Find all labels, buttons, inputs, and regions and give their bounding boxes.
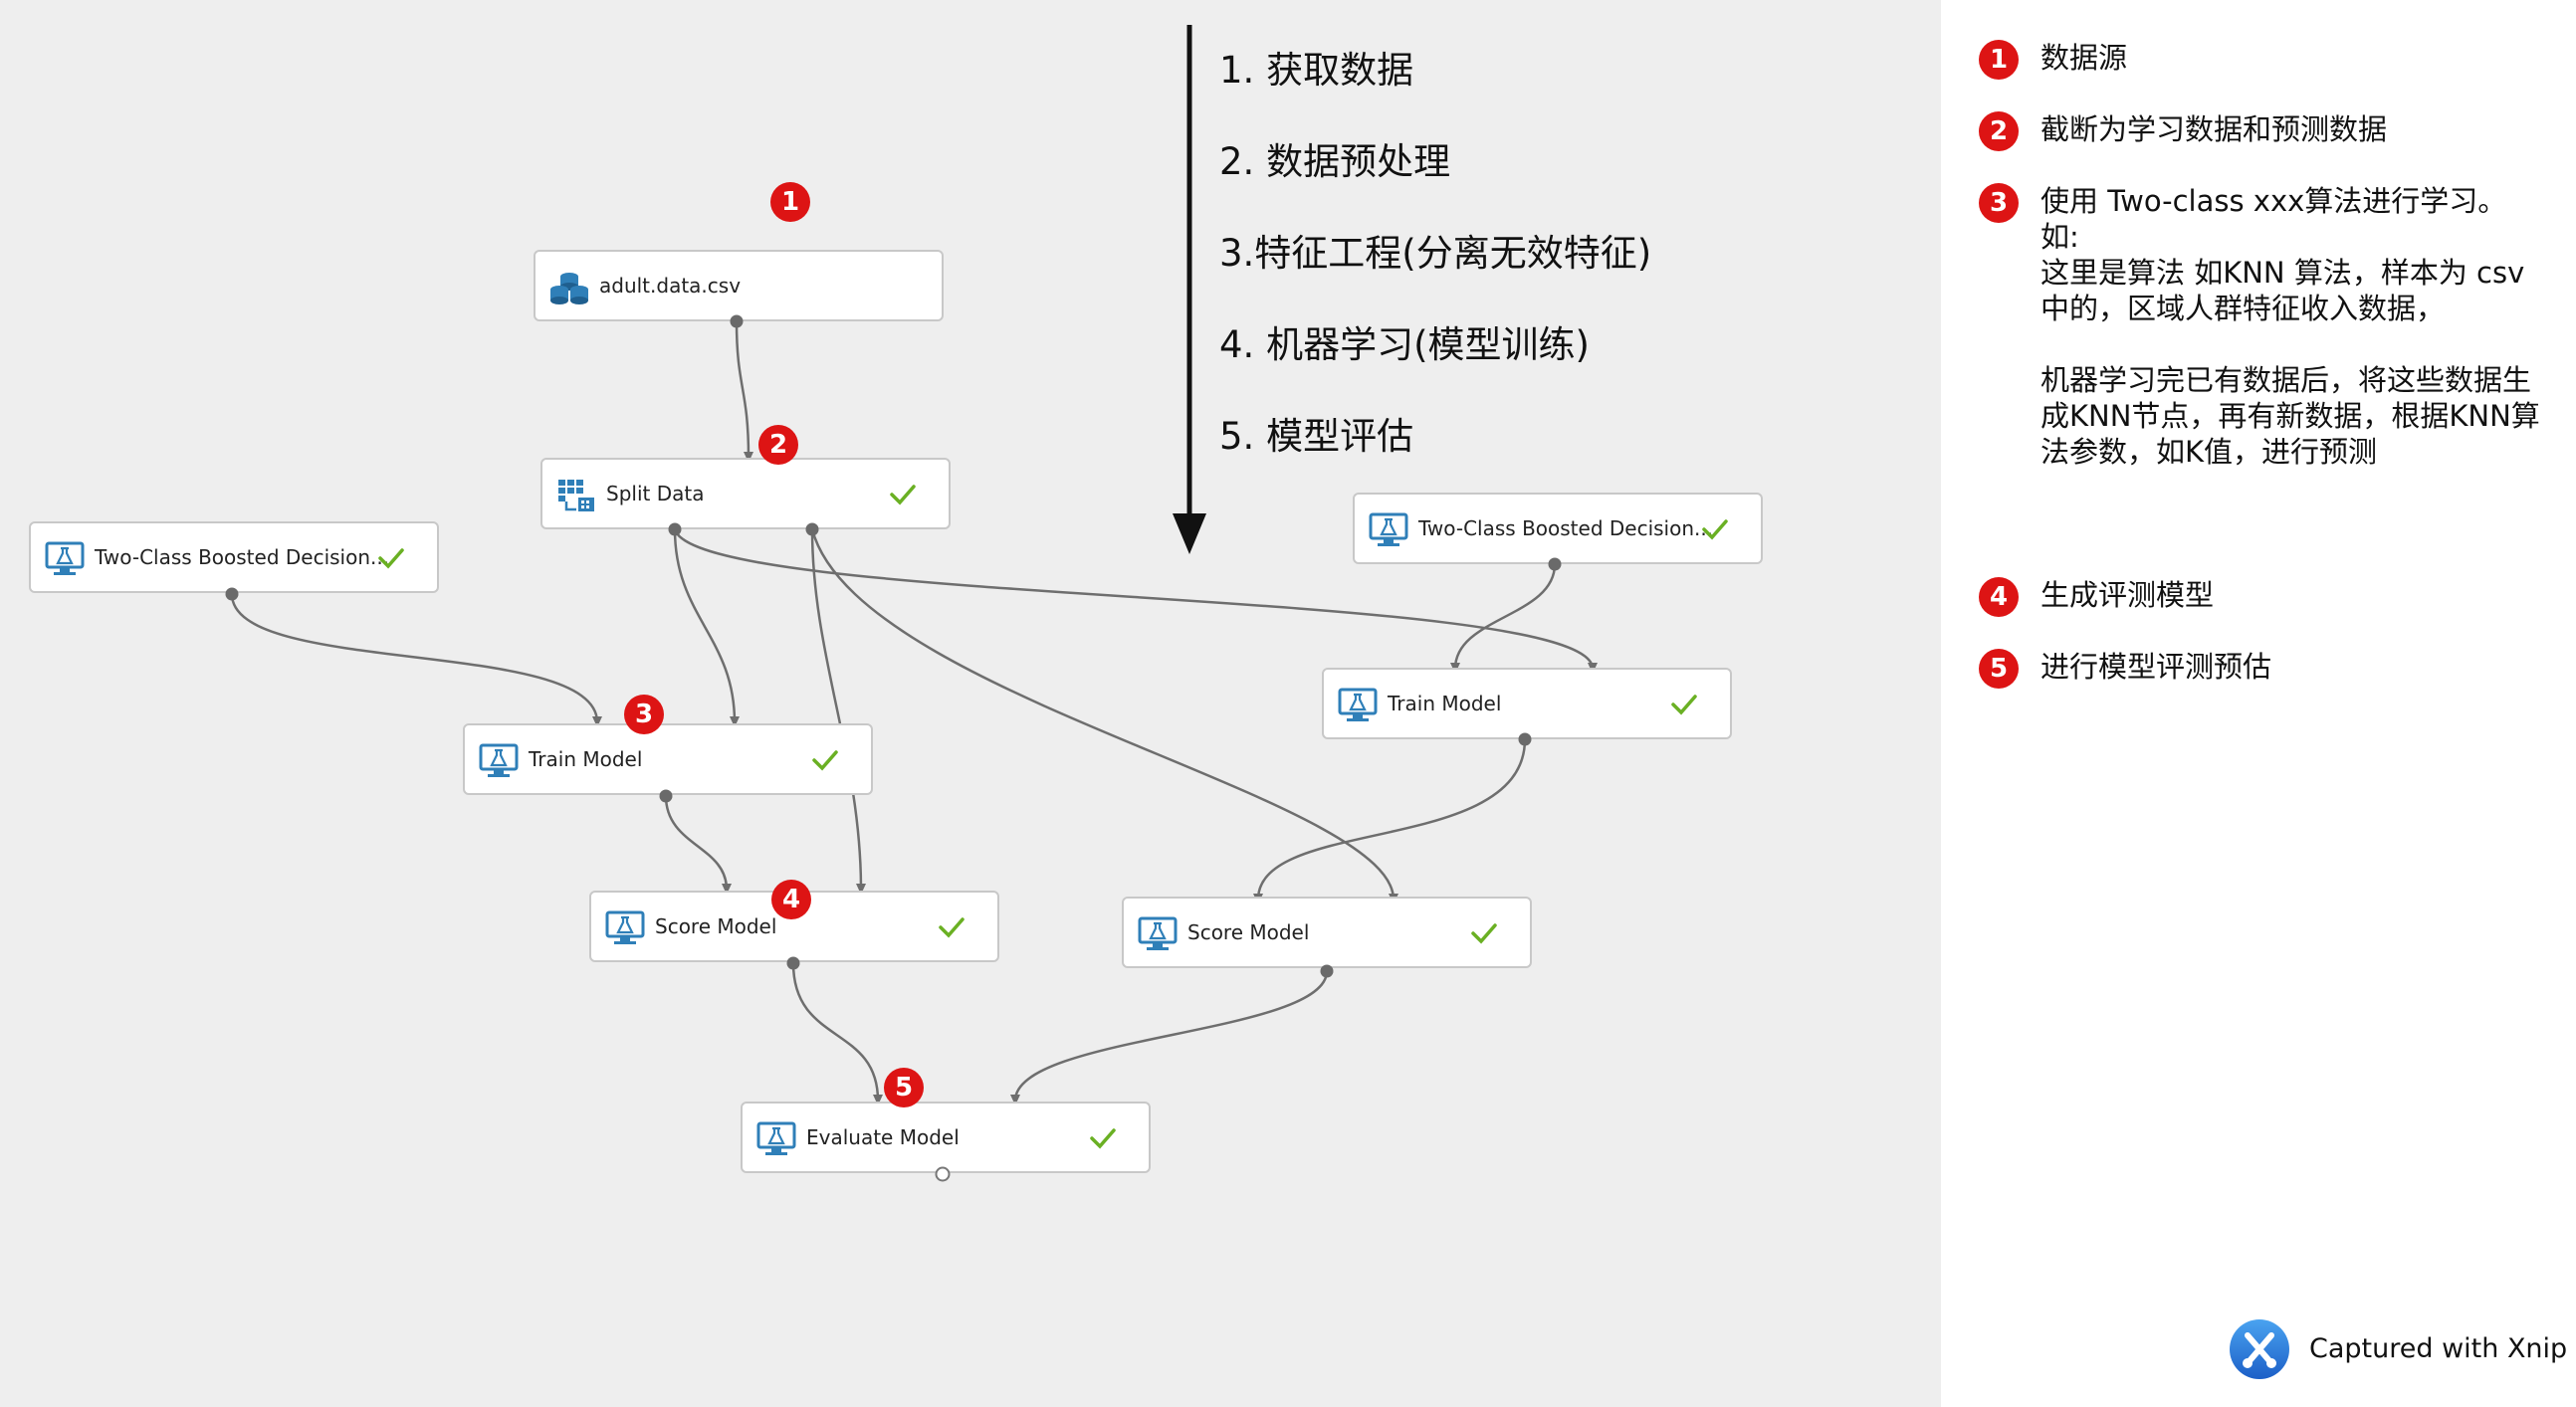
node-label: Evaluate Model <box>806 1125 960 1149</box>
check-icon <box>890 485 916 505</box>
port-algo-left-out[interactable] <box>225 587 239 601</box>
step-4: 4. 机器学习(模型训练) <box>1219 323 1590 366</box>
badge-3: 3 <box>624 695 664 734</box>
split-data-icon <box>558 480 594 511</box>
badge-2: 2 <box>758 425 798 465</box>
badge-1: 1 <box>770 182 810 222</box>
port-split-out-2[interactable] <box>805 522 819 536</box>
check-icon <box>1090 1128 1116 1149</box>
check-icon <box>1471 923 1497 944</box>
step-3: 3.特征工程(分离无效特征) <box>1219 232 1652 275</box>
node-train-model-left[interactable]: Train Model <box>463 723 873 795</box>
legend-badge-1: 1 <box>1979 40 2019 80</box>
legend-text-5: 进行模型评测预估 <box>2040 650 2272 684</box>
edge-dataset-split <box>735 320 753 463</box>
node-label: Two-Class Boosted Decision... <box>95 545 390 569</box>
edge-train-right-score-right <box>1253 738 1527 904</box>
node-dataset[interactable]: adult.data.csv <box>534 250 944 321</box>
edge-algo-right-train-right <box>1450 563 1557 674</box>
legend-badge-5: 5 <box>1979 649 2019 689</box>
process-arrow <box>1173 25 1206 554</box>
port-train-right-out[interactable] <box>1518 732 1532 746</box>
check-icon <box>812 750 838 771</box>
step-5: 5. 模型评估 <box>1219 415 1414 458</box>
legend-badge-4: 4 <box>1979 577 2019 617</box>
step-1: 1. 获取数据 <box>1219 49 1414 92</box>
model-icon <box>756 1121 796 1155</box>
model-icon <box>1338 688 1378 721</box>
edge-score-left-evaluate <box>791 962 883 1106</box>
edge-split-score-left <box>810 528 866 895</box>
badge-4: 4 <box>771 880 811 919</box>
edge-algo-left-train-left <box>230 593 602 727</box>
port-score-right-out[interactable] <box>1320 964 1334 978</box>
legend-text-4: 生成评测模型 <box>2040 578 2215 612</box>
node-score-model-right[interactable]: Score Model <box>1122 897 1532 968</box>
node-label: Two-Class Boosted Decision... <box>1418 516 1714 540</box>
node-split-data[interactable]: Split Data <box>540 458 951 529</box>
legend-badge-3: 3 <box>1979 183 2019 223</box>
badge-5: 5 <box>884 1068 924 1107</box>
node-evaluate-model[interactable]: Evaluate Model <box>741 1102 1151 1173</box>
port-evaluate-out[interactable] <box>935 1166 951 1182</box>
xnip-logo-icon <box>2230 1319 2289 1379</box>
node-two-class-boosted-left[interactable]: Two-Class Boosted Decision... <box>29 521 439 593</box>
check-icon <box>378 548 404 569</box>
xnip-watermark: Captured with Xnip <box>2309 1333 2568 1364</box>
model-icon <box>1138 916 1178 950</box>
port-dataset-out[interactable] <box>730 314 744 328</box>
node-label: adult.data.csv <box>599 274 742 298</box>
port-score-left-out[interactable] <box>786 956 800 970</box>
port-train-left-out[interactable] <box>659 789 673 803</box>
pipeline-canvas[interactable]: 1. 获取数据 2. 数据预处理 3.特征工程(分离无效特征) 4. 机器学习(… <box>0 0 1941 1407</box>
node-label: Score Model <box>1187 920 1310 944</box>
node-label: Train Model <box>1388 692 1502 715</box>
check-icon <box>939 917 965 938</box>
node-label: Split Data <box>606 482 705 505</box>
legend-text-2: 截断为学习数据和预测数据 <box>2040 112 2388 146</box>
database-icon <box>550 273 588 304</box>
legend-badge-2: 2 <box>1979 111 2019 151</box>
legend-text-3: 使用 Two-class xxx算法进行学习。 如: 这里是算法 如KNN 算法… <box>2040 184 2540 469</box>
edge-train-left-score-left <box>664 795 732 895</box>
check-icon <box>1671 695 1697 715</box>
node-label: Score Model <box>655 914 777 938</box>
legend-panel <box>1941 0 2576 1407</box>
port-split-out-1[interactable] <box>668 522 682 536</box>
port-algo-right-out[interactable] <box>1548 557 1562 571</box>
step-2: 2. 数据预处理 <box>1219 140 1451 183</box>
node-train-model-right[interactable]: Train Model <box>1322 668 1732 739</box>
edge-split-train-right <box>673 528 1598 674</box>
node-label: Train Model <box>529 747 643 771</box>
model-icon <box>1369 512 1408 546</box>
pipeline-edges <box>230 25 1598 1106</box>
model-icon <box>479 743 519 777</box>
model-icon <box>605 910 645 944</box>
edge-split-score-right <box>810 528 1398 904</box>
edge-score-right-evaluate <box>1010 970 1329 1106</box>
legend-text-1: 数据源 <box>2040 41 2128 75</box>
node-two-class-boosted-right[interactable]: Two-Class Boosted Decision... <box>1353 493 1763 564</box>
model-icon <box>45 541 85 575</box>
edge-split-train-left <box>673 528 740 727</box>
check-icon <box>1702 519 1728 540</box>
